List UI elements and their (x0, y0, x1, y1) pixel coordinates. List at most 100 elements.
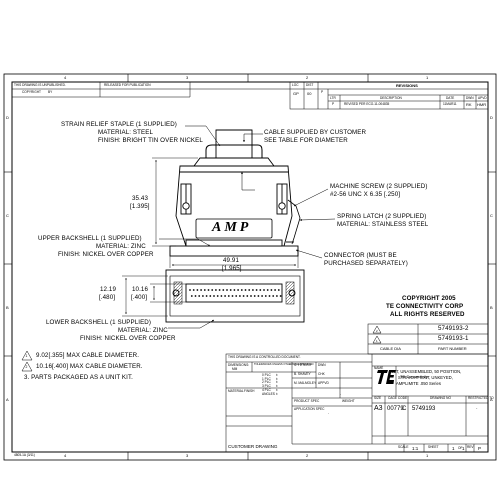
contact-pin (274, 289, 276, 291)
document-type: CUSTOMER DRAWING (228, 444, 278, 449)
contact-pin (209, 295, 212, 297)
note-2-flag-number: 2 (25, 364, 28, 369)
contact-pin (263, 289, 265, 291)
copyright-line-2: TE CONNECTIVITY CORP (386, 303, 464, 310)
tb-cage-code: 00779 (387, 406, 404, 412)
contact-pin (220, 295, 223, 297)
connector-pins-top-row (189, 289, 280, 291)
zone-number-bottom-3: 3 (186, 453, 189, 458)
screw-callout-line-2: #2-56 UNC X 6.35 [.250] (330, 191, 401, 198)
contact-pin (202, 295, 204, 297)
tb-dimensions-label: DIMENSIONS: (228, 363, 250, 367)
copyright-line-1: COPYRIGHT 2005 (402, 295, 456, 302)
left-height-dimension-inches: [.480] (99, 294, 116, 301)
zone-number-bottom-4: 4 (64, 453, 67, 458)
contact-pin (227, 295, 230, 297)
rev-row-ltr: P (332, 102, 335, 106)
drawing-title-line-3: AMPLIMITE .050 Series (396, 381, 441, 386)
width-dimension: 49.91 (223, 257, 239, 264)
rev-col-p: P (321, 90, 324, 94)
controlled-document-note: THIS DRAWING IS A CONTROLLED DOCUMENT. (228, 355, 301, 359)
contact-pin (255, 289, 258, 291)
zone-ticks (4, 74, 496, 460)
note-flags (21, 350, 33, 372)
part-number-row-2: 5749193-1 (438, 335, 469, 342)
zone-letter-left-c: C (6, 213, 9, 218)
contact-pin (257, 295, 260, 297)
copyright-line-3: ALL RIGHTS RESERVED (390, 311, 465, 318)
connector-callout-line-1: CONNECTOR (MUST BE (324, 252, 397, 259)
contact-pin (233, 289, 236, 291)
contact-pin (261, 295, 263, 297)
tb-dash-app-spec: - (328, 411, 330, 415)
tb-size: A3 (374, 405, 383, 412)
tb-rev-label: REV (467, 445, 474, 449)
rev-row-apvd: HMR (477, 102, 487, 107)
contact-pin (207, 289, 210, 291)
copyright-line: COPYRIGHT (22, 90, 41, 94)
zone-number-top-3: 3 (186, 75, 189, 80)
tb-chk-label: CHK (318, 372, 325, 376)
rev-row-dwn: RK (466, 102, 472, 107)
contact-pin (198, 295, 201, 297)
header-strip (12, 82, 290, 98)
height-dimension-inches: [1.395] (130, 203, 150, 210)
tb-tolerances-label: TOLERANCES UNLESS OTHERWISE SPECIFIED: (254, 363, 315, 366)
upper-backshell-callout-line-1: UPPER BACKSHELL (1 SUPPLIED) (38, 235, 142, 242)
contact-pin (242, 295, 245, 297)
contact-pin (276, 295, 278, 297)
zone-letter-right-a: A (490, 397, 493, 402)
contact-pin (264, 295, 267, 297)
width-dimension-inches: [1.965] (222, 265, 242, 272)
contact-pin (226, 289, 228, 291)
left-height-dimension: 12.19 (100, 286, 116, 293)
note-2: 10.16[.400] MAX CABLE DIAMETER. (36, 363, 143, 370)
col-cable-dia: CABLE DIA (380, 346, 401, 351)
tb-material-label: MATERIAL (228, 389, 244, 393)
zone-number-top-2: 2 (306, 75, 309, 80)
tb-scale: 1:1 (412, 446, 419, 451)
contact-pin (248, 289, 251, 291)
by-label: BY (48, 90, 53, 94)
leader-lines (159, 125, 336, 329)
tb-weight-label: WEIGHT (342, 399, 355, 403)
contact-pin (244, 289, 247, 291)
contact-pin (190, 295, 193, 297)
tb-name-label: NAME (374, 366, 384, 370)
lower-backshell-callout-line-1: LOWER BACKSHELL (1 SUPPLIED) (46, 319, 152, 326)
connector-callout-line-2: PURCHASED SEPARATELY) (324, 260, 408, 267)
tb-sheet: 1 (452, 446, 455, 451)
zone-letter-right-c: C (490, 213, 493, 218)
tb-tol-4-value: ± (276, 388, 278, 392)
contact-pin (218, 289, 221, 291)
tb-tol-3-value: ± (276, 383, 278, 388)
zone-letter-right-b: B (490, 305, 493, 310)
drawing-number: 5749193 (412, 406, 436, 412)
contact-pin (192, 289, 195, 291)
connector-pins-bottom-row (190, 295, 282, 297)
revision-block (289, 81, 489, 110)
tb-restricted-label: RESTRICTED TO (468, 396, 494, 400)
contact-pin (272, 295, 275, 297)
tb-dwn-name: S. PETERS (294, 363, 311, 367)
zone-letter-left-a: A (6, 397, 9, 402)
tb-dimensions-value: MM (232, 367, 238, 371)
tb-cage-label: CAGE CODE (388, 396, 408, 400)
contact-pin (240, 289, 243, 291)
col-part-number: PART NUMBER (438, 346, 467, 351)
lower-backshell-callout-line-2: MATERIAL: ZINC (118, 327, 168, 334)
tb-rev: P (478, 446, 482, 451)
note-1-flag-number: 1 (25, 353, 28, 358)
mid-height-dimension: 10.16 (132, 286, 148, 293)
tb-finish-label: FINISH (244, 389, 255, 393)
rev-col-dwn: DWN (466, 96, 474, 100)
tb-scale-label: SCALE (398, 445, 409, 449)
contact-pin (246, 295, 249, 297)
drawing-title-line-1: KIT, UNASSEMBLED, 50 POSITION, (392, 369, 462, 374)
contact-pin (205, 295, 208, 297)
zone-number-bottom-2: 2 (306, 453, 309, 458)
strain-relief-callout-line-3: FINISH: BRIGHT TIN OVER NICKEL (98, 137, 203, 144)
tb-appvd-name: M. MALMOLEY (294, 381, 317, 385)
contact-pin (250, 295, 252, 297)
contact-pin (259, 289, 262, 291)
